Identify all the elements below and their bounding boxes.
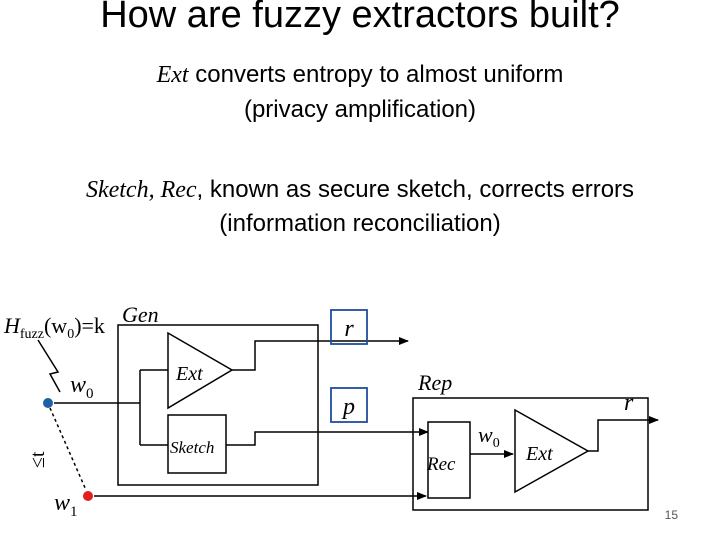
p-label: p	[341, 394, 355, 420]
entropy-eq: )=k	[74, 313, 105, 338]
rec-box	[427, 421, 471, 499]
entropy-label: Hfuzz(w0)=k	[3, 313, 105, 342]
rep-w0-label: w0	[478, 422, 500, 451]
sketch-desc-text: , known as secure sketch, corrects error…	[196, 176, 635, 203]
gen-ext-block	[167, 331, 234, 410]
sketch-rec-terms: Sketch, Rec	[85, 177, 197, 203]
p-box	[330, 387, 368, 423]
w0-label: w0	[70, 372, 94, 402]
w1-dot	[83, 491, 93, 501]
sketch-box	[167, 414, 227, 474]
ext-description: Ext converts entropy to almost uniform	[0, 60, 720, 90]
w1-letter: w	[54, 490, 70, 516]
rep-w0-sub: 0	[493, 436, 500, 451]
w1-label: w1	[54, 490, 78, 520]
rep-r-label: r	[624, 390, 634, 416]
w0-sub: 0	[86, 386, 94, 402]
rep-ext-block	[514, 408, 590, 494]
sketch-label: Sketch	[170, 438, 214, 457]
r-label: r	[344, 316, 354, 342]
ext-term: Ext	[156, 62, 189, 88]
sketch-paren: (information reconciliation)	[219, 210, 501, 237]
distance-label: ≤t	[27, 451, 49, 468]
rep-r-output-arrow	[588, 416, 659, 452]
sketch-description: Sketch, Rec, known as secure sketch, cor…	[0, 175, 720, 205]
gen-ext-label: Ext	[175, 363, 203, 385]
gen-box	[117, 324, 319, 486]
r-output-arrow	[232, 337, 409, 371]
w0-letter: w	[70, 372, 86, 398]
page-number: 15	[664, 508, 678, 522]
ext-desc-text: converts entropy to almost uniform	[188, 61, 564, 88]
entropy-arg-sub: 0	[67, 327, 74, 342]
entropy-sub: fuzz	[20, 327, 44, 342]
page-title: How are fuzzy extractors built?	[100, 0, 620, 36]
entropy-h: H	[3, 313, 21, 338]
distance-line	[49, 407, 87, 491]
w0-dot	[43, 398, 53, 408]
rep-w0-letter: w	[478, 422, 493, 447]
rec-label: Rec	[426, 454, 456, 475]
rep-ext-label: Ext	[525, 443, 553, 465]
gen-label: Gen	[122, 302, 159, 327]
lightning-icon	[37, 339, 61, 393]
rep-label: Rep	[417, 370, 452, 395]
r-box	[330, 309, 368, 345]
rep-box	[412, 397, 649, 511]
entropy-arg: (w	[44, 313, 67, 338]
ext-paren: (privacy amplification)	[243, 96, 477, 123]
p-output-arrow	[226, 428, 429, 446]
w1-sub: 1	[70, 504, 78, 520]
